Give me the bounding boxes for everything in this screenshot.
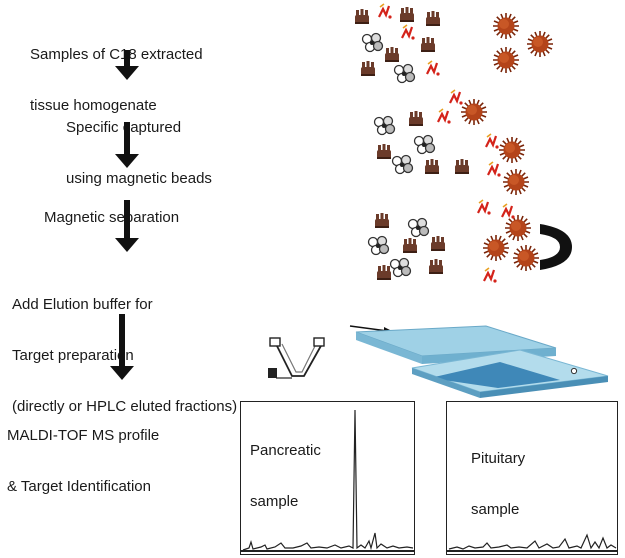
red-peptide-icon	[500, 202, 516, 220]
magnet-icon	[540, 224, 572, 270]
peptide-icon	[429, 259, 443, 274]
bead-icon	[498, 136, 526, 164]
bead-icon	[512, 244, 540, 272]
target-preparation	[268, 325, 609, 398]
peptide-icon	[455, 159, 469, 174]
peptide-icon	[431, 236, 445, 251]
maldi-plate-icon	[355, 325, 609, 398]
complex-icon	[413, 134, 436, 155]
flow-arrow-2	[115, 122, 139, 168]
red-peptide-icon	[484, 132, 500, 150]
peptide-icon	[426, 11, 440, 26]
peptide-icon	[425, 159, 439, 174]
red-peptide-icon	[476, 198, 492, 216]
pituitary-spectrum: Pituitary sample	[446, 401, 618, 555]
bead-icon	[482, 234, 510, 262]
peptide-icon	[355, 9, 369, 24]
flow-arrow-3	[115, 200, 139, 252]
complex-icon	[373, 115, 396, 136]
pancreatic-title-line-1: Pancreatic	[250, 442, 321, 459]
pancreatic-spectrum-title: Pancreatic sample	[250, 408, 321, 544]
complex-icon	[393, 63, 416, 84]
step-2-line-2: using magnetic beads	[66, 170, 212, 187]
step-4-line-3: (directly or HPLC eluted fractions)	[12, 398, 238, 415]
peptide-icon	[400, 7, 414, 22]
step-5-line-1: MALDI-TOF MS profile	[7, 427, 160, 444]
peptide-icon	[377, 265, 391, 280]
pituitary-title-line-2: sample	[471, 501, 520, 518]
red-peptide-icon	[486, 160, 502, 178]
red-peptide-icon	[377, 2, 393, 20]
peptide-icon	[375, 213, 389, 228]
pancreatic-title-line-2: sample	[250, 493, 299, 510]
capture-mixture	[373, 88, 530, 196]
bead-icon	[504, 214, 532, 242]
pituitary-title-line-1: Pituitary	[471, 450, 526, 467]
red-peptide-icon	[436, 107, 452, 125]
bead-icon	[460, 98, 488, 126]
step-4-line-2: Target preparation	[12, 347, 134, 364]
complex-icon	[389, 257, 412, 278]
step-1-line-1: Samples of C18 extracted	[30, 46, 203, 63]
red-peptide-icon	[482, 266, 498, 284]
step-4-label: Add Elution buffer for Target preparatio…	[12, 262, 237, 449]
red-peptide-icon	[400, 23, 416, 41]
sample-mixture	[355, 2, 554, 84]
separation-mixture	[367, 198, 572, 284]
bead-icon	[492, 46, 520, 74]
pipette-icon	[268, 337, 325, 379]
bead-icon	[526, 30, 554, 58]
peptide-icon	[361, 61, 375, 76]
complex-icon	[361, 32, 384, 53]
pancreatic-spectrum-trace	[241, 409, 414, 552]
complex-icon	[407, 217, 430, 238]
step-1-label: Samples of C18 extracted tissue homogena…	[30, 12, 203, 148]
step-4-line-1: Add Elution buffer for	[12, 296, 153, 313]
bead-icon	[492, 12, 520, 40]
step-5-label: MALDI-TOF MS profile & Target Identifica…	[7, 393, 159, 529]
complex-icon	[391, 154, 414, 175]
step-2-label: Specific captured using magnetic beads	[66, 85, 212, 221]
peptide-icon	[403, 238, 417, 253]
pancreatic-spectrum: Pancreatic sample	[240, 401, 415, 555]
peptide-icon	[409, 111, 423, 126]
step-1-line-2: tissue homogenate	[30, 97, 157, 114]
pituitary-spectrum-title: Pituitary sample	[471, 416, 525, 552]
complex-icon	[367, 235, 390, 256]
red-peptide-icon	[448, 88, 464, 106]
flow-arrow-4	[110, 314, 134, 380]
red-peptide-icon	[425, 59, 441, 77]
step-2-line-1: Specific captured	[66, 119, 182, 136]
peptide-icon	[421, 37, 435, 52]
step-5-line-2: & Target Identification	[7, 478, 151, 495]
bead-icon	[502, 168, 530, 196]
pituitary-spectrum-trace	[447, 533, 617, 552]
peptide-icon	[377, 144, 391, 159]
peptide-icon	[385, 47, 399, 62]
flow-arrow-1	[115, 50, 139, 80]
